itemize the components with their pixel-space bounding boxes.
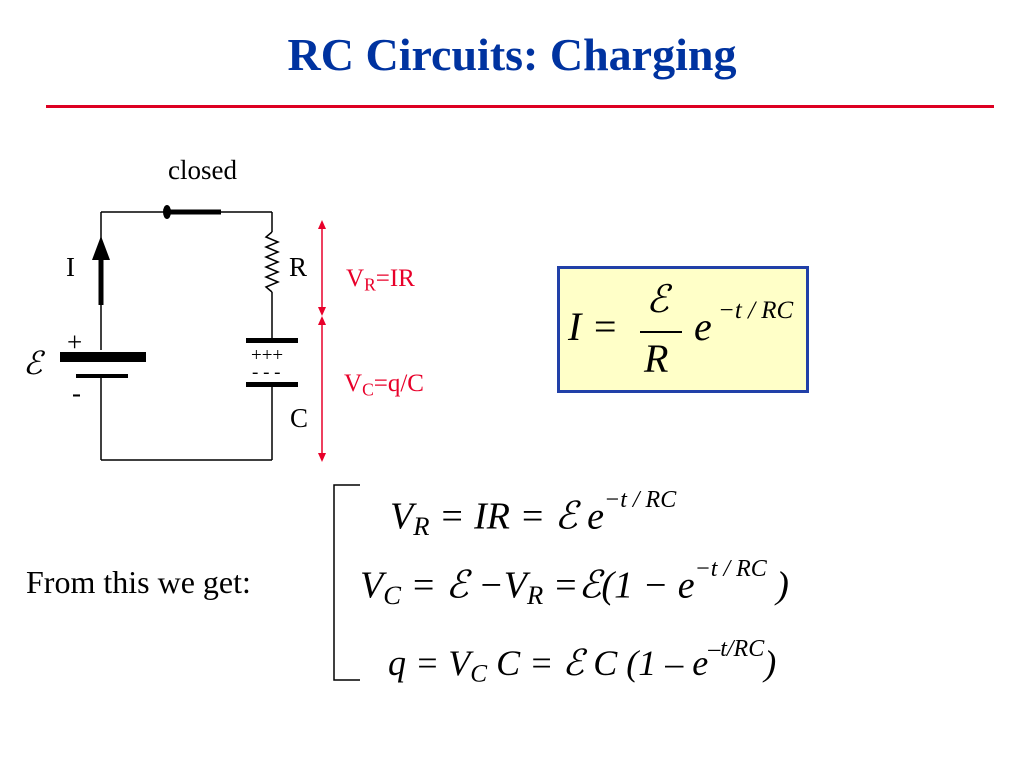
eq2-minus: −V — [468, 564, 527, 607]
vc-arrow-bottom — [318, 453, 326, 462]
vr-label-main: V — [346, 265, 365, 292]
eq-vr: VR = IR = ℰ e−t / RC — [390, 487, 676, 542]
eq3-q: q = V — [388, 643, 471, 684]
eq-q: q = VC C = ℰ C (1 – e–t/RC) — [388, 636, 776, 688]
current-eq-lhs: I = — [568, 304, 619, 349]
capacitor-minus-charges: - - - — [252, 362, 281, 383]
eq3-exp: –t/RC — [708, 636, 765, 662]
eq2-v: V — [360, 564, 384, 607]
current-eq-numerator: ℰ — [646, 277, 670, 321]
capacitor-plus-charges: +++ — [251, 345, 284, 366]
current-eq-fraction-bar — [640, 331, 682, 333]
eq1-e: e — [577, 495, 605, 538]
current-label: I — [66, 252, 75, 282]
vr-label-sub: R — [364, 274, 376, 295]
current-eq-exponent: −t / RC — [718, 297, 794, 324]
eq3-rest: C (1 – e — [584, 643, 709, 684]
vc-label: VC=q/C — [344, 370, 424, 400]
eq3-c: C = — [487, 643, 563, 684]
eq2-paren: (1 − e — [601, 564, 695, 607]
eq2-eq2: = — [543, 564, 579, 607]
current-arrow-head — [92, 236, 110, 260]
capacitor-plate-bottom — [246, 382, 298, 387]
vr-arrow-top — [318, 220, 326, 229]
vc-label-sub: C — [362, 379, 374, 400]
title-divider — [46, 105, 994, 108]
current-equation-box: I = ℰ R e −t / RC — [557, 266, 809, 393]
emf-symbol: ℰ — [23, 344, 43, 382]
eq2-eq: = — [400, 564, 446, 607]
eq3-sub: C — [470, 660, 488, 688]
eq-vc: VC = ℰ −VR =ℰ(1 − e−t / RC ) — [360, 556, 789, 611]
vr-label: VR=IR — [346, 265, 415, 295]
switch-label: closed — [168, 155, 237, 185]
capacitor-plate-top — [246, 338, 298, 343]
eq2-emf2: ℰ — [578, 562, 602, 607]
vc-arrow-top — [318, 316, 326, 325]
eq3-emf: ℰ — [562, 643, 585, 685]
eq1-sub: R — [413, 511, 430, 542]
eq2-sub: C — [383, 580, 401, 611]
eq1-exp: −t / RC — [604, 487, 677, 513]
eq1-v: V — [390, 495, 414, 538]
slide-title: RC Circuits: Charging — [287, 29, 737, 80]
vr-label-rest: =IR — [375, 265, 415, 292]
from-this-text: From this we get: — [26, 564, 251, 600]
battery-plus-sign: + — [67, 327, 83, 357]
resistor-zigzag — [264, 231, 280, 293]
equation-bracket — [333, 484, 360, 681]
eq2-close: ) — [766, 564, 789, 607]
eq1-emf: ℰ — [554, 493, 578, 538]
eq2-emf: ℰ — [445, 562, 469, 607]
resistor-label: R — [289, 252, 308, 282]
eq2-exp: −t / RC — [694, 556, 767, 582]
vr-arrow-bottom — [318, 307, 326, 316]
vc-label-main: V — [344, 370, 363, 397]
eq2-sub2: R — [527, 580, 544, 611]
battery-minus-sign: - — [72, 378, 81, 408]
battery-negative-plate — [76, 374, 128, 378]
vc-label-rest: =q/C — [373, 370, 424, 397]
battery-positive-plate — [60, 352, 146, 362]
capacitor-label: C — [290, 403, 309, 433]
current-eq-base: e — [694, 304, 712, 349]
eq1-mid: = IR = — [429, 495, 555, 538]
eq3-close: ) — [764, 643, 777, 684]
current-eq-denominator: R — [644, 336, 669, 381]
switch-pivot — [163, 205, 171, 219]
